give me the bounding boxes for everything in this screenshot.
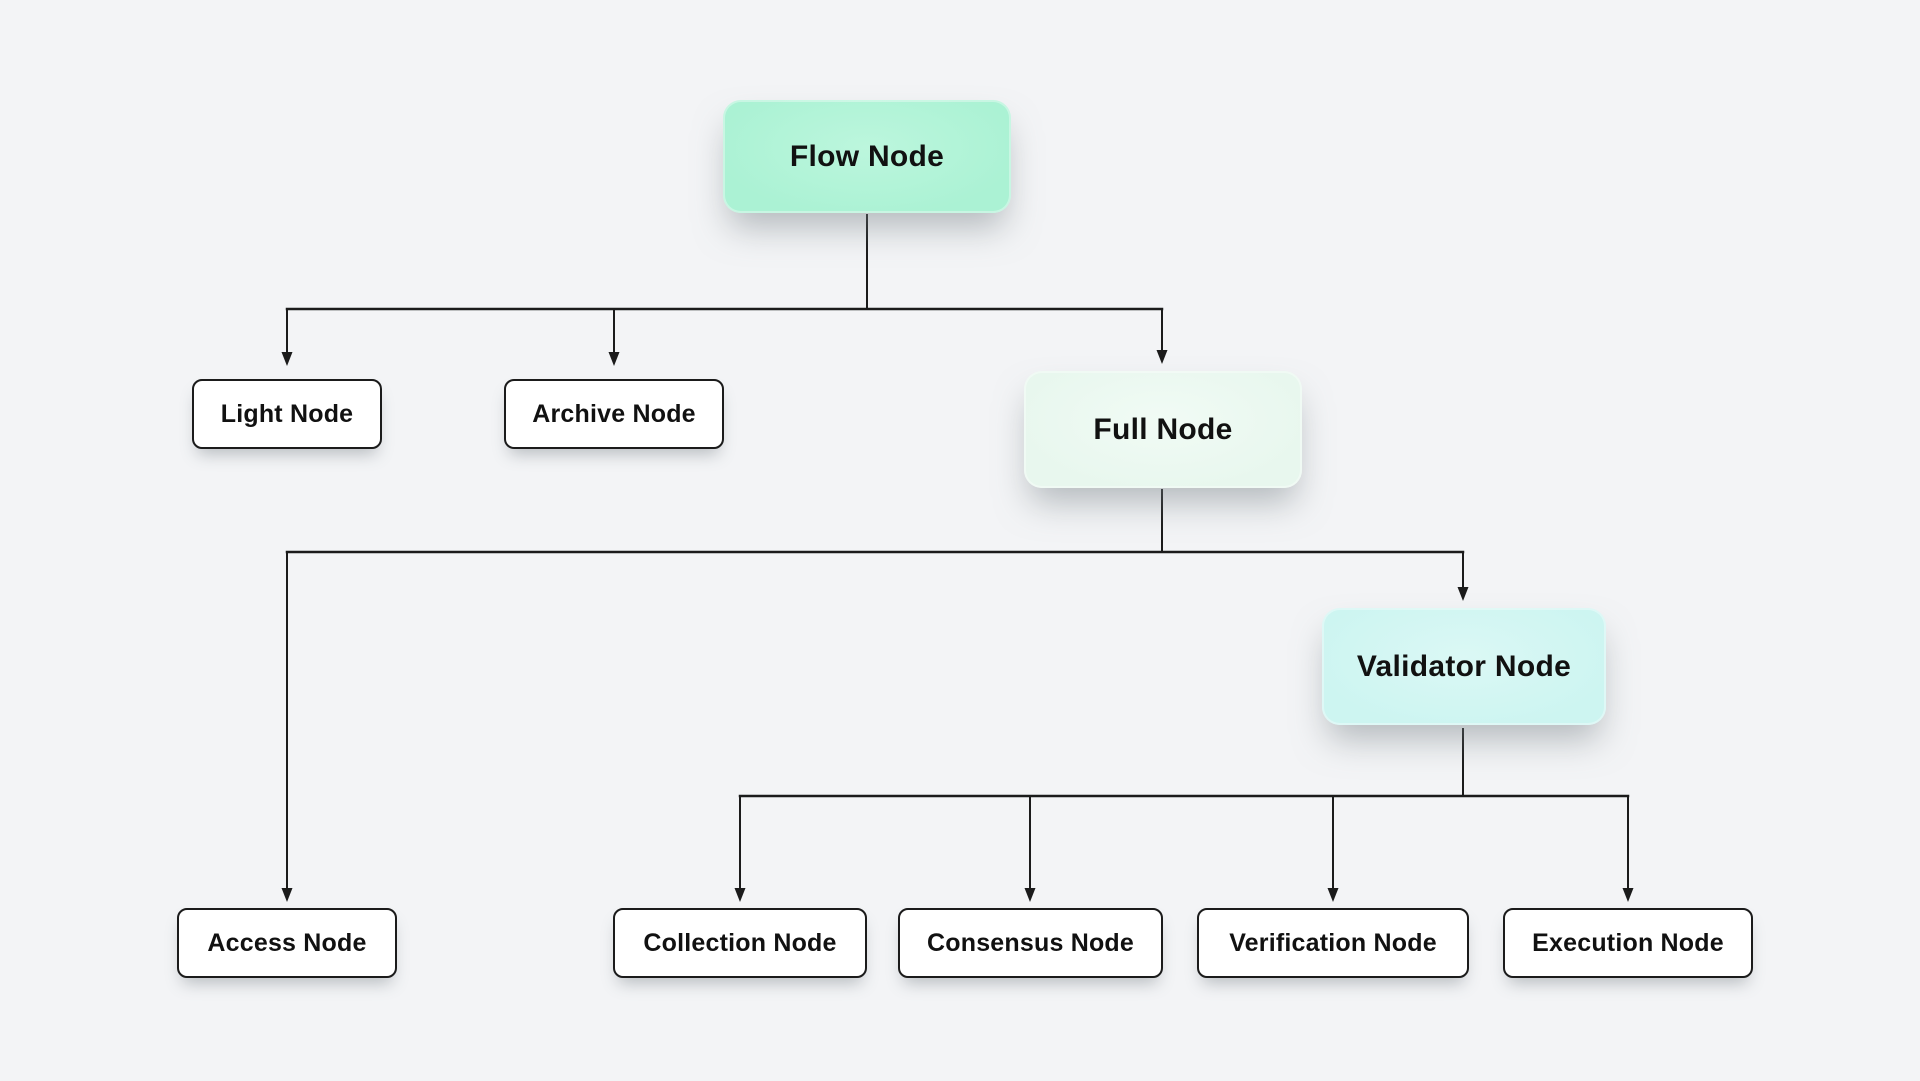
node-collection: Collection Node <box>613 908 867 978</box>
node-flow-label: Flow Node <box>789 139 945 173</box>
edge-validator-children <box>734 728 1634 902</box>
node-consensus: Consensus Node <box>898 908 1163 978</box>
node-full: Full Node <box>1024 371 1302 488</box>
node-archive: Archive Node <box>504 379 724 449</box>
node-verification: Verification Node <box>1197 908 1469 978</box>
node-archive-label: Archive Node <box>532 399 696 428</box>
node-validator-label: Validator Node <box>1356 649 1572 683</box>
node-execution-label: Execution Node <box>1532 928 1724 957</box>
node-light: Light Node <box>192 379 382 449</box>
node-full-label: Full Node <box>1093 412 1233 446</box>
node-validator: Validator Node <box>1322 608 1606 725</box>
edge-full-children <box>281 489 1469 902</box>
node-execution: Execution Node <box>1503 908 1753 978</box>
node-access: Access Node <box>177 908 397 978</box>
node-collection-label: Collection Node <box>643 928 837 957</box>
node-flow: Flow Node <box>723 100 1011 213</box>
edge-flow-children <box>281 214 1168 366</box>
node-verification-label: Verification Node <box>1229 928 1437 957</box>
node-light-label: Light Node <box>220 399 354 428</box>
node-access-label: Access Node <box>207 928 367 957</box>
node-consensus-label: Consensus Node <box>927 928 1134 957</box>
